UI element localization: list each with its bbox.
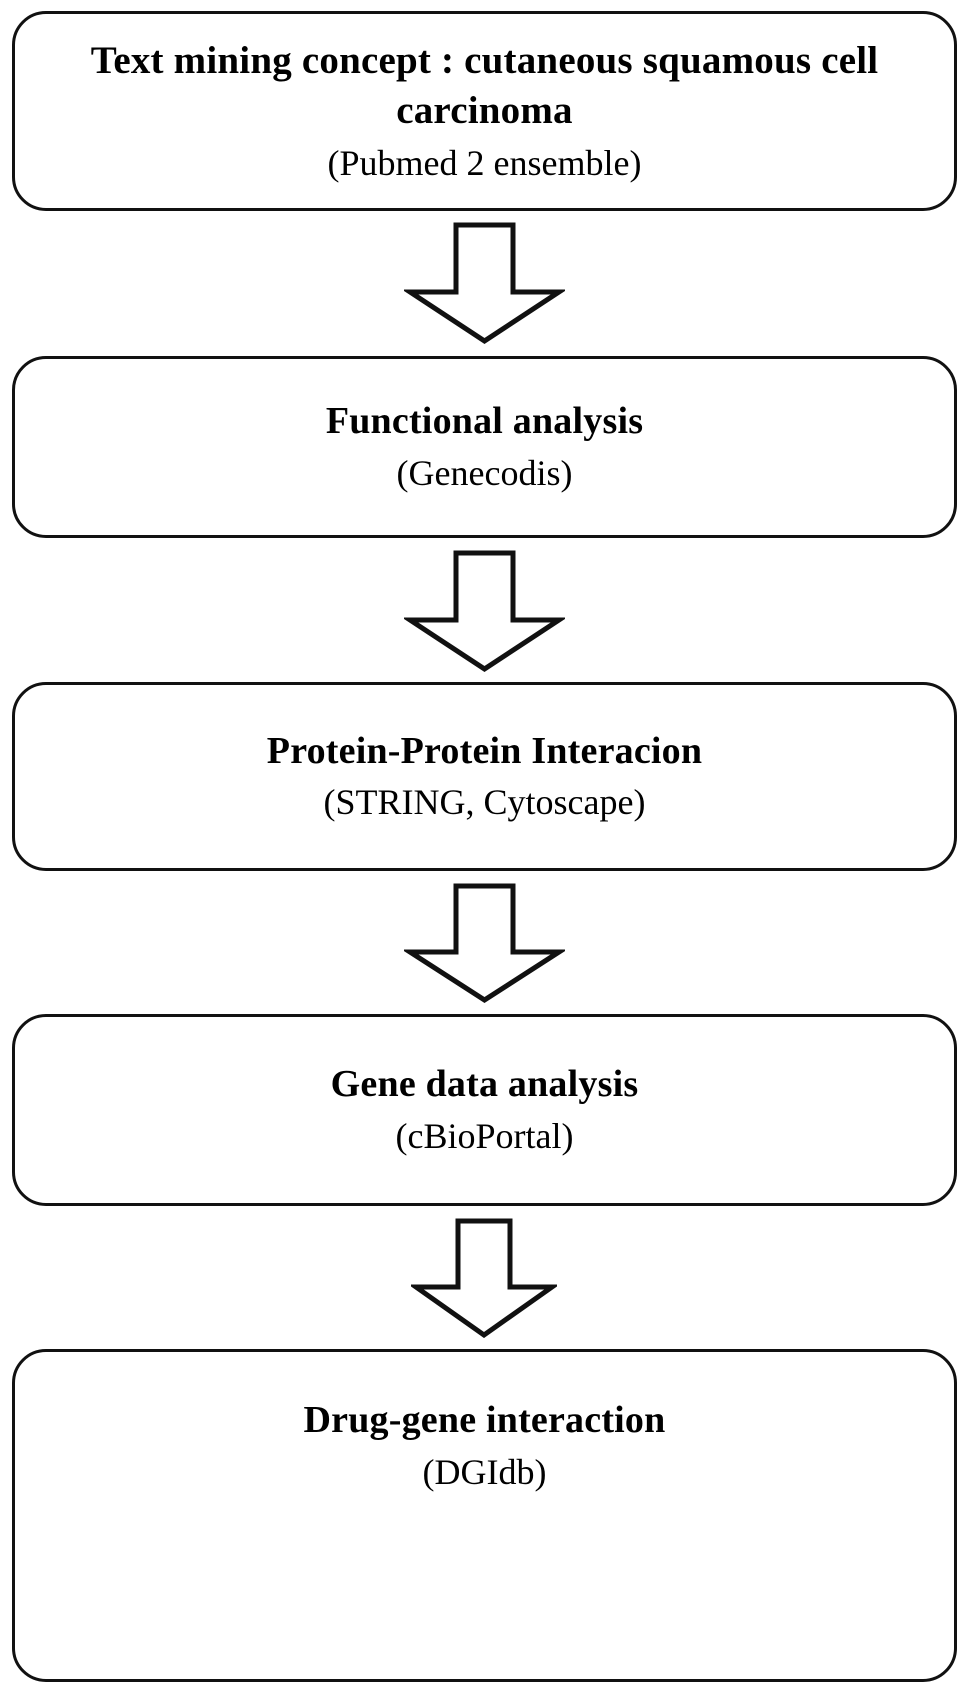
flow-node-protein-protein-interacion: Protein-Protein Interacion (STRING, Cyto… [12, 682, 957, 871]
flow-node-drug-gene-interaction: Drug-gene interaction (DGIdb) [12, 1349, 957, 1682]
flow-node-title: Text mining concept : cutaneous squamous… [90, 38, 879, 132]
flow-node-gene-data-analysis: Gene data analysis (cBioPortal) [12, 1014, 957, 1206]
flow-node-text-mining-concept: Text mining concept : cutaneous squamous… [12, 11, 957, 211]
down-block-arrow-icon [404, 222, 565, 344]
flow-node-title: Functional analysis [325, 400, 644, 443]
flow-node-title: Protein-Protein Interacion [266, 729, 703, 772]
flow-node-subtitle: (STRING, Cytoscape) [323, 782, 646, 823]
flow-node-subtitle: (cBioPortal) [395, 1115, 574, 1156]
down-block-arrow-icon [411, 1218, 557, 1338]
down-block-arrow-icon [404, 883, 565, 1003]
flow-node-functional-analysis: Functional analysis (Genecodis) [12, 356, 957, 538]
down-block-arrow-icon [404, 550, 565, 672]
flow-node-title: Gene data analysis [330, 1063, 639, 1106]
flow-node-title: Drug-gene interaction [303, 1399, 666, 1441]
flow-node-subtitle: (Pubmed 2 ensemble) [327, 142, 642, 183]
flow-node-subtitle: (DGIdb) [422, 1451, 547, 1492]
flow-node-subtitle: (Genecodis) [396, 452, 573, 493]
